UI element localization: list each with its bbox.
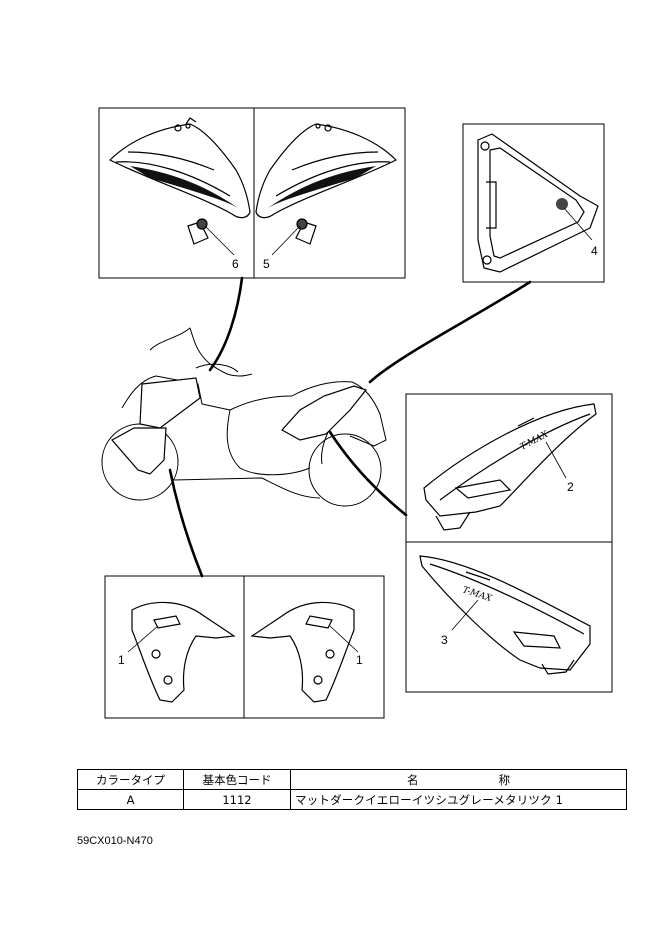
callout-6: 6 (232, 257, 239, 271)
header-name: 名称 (290, 769, 627, 790)
callout-3: 3 (441, 633, 448, 647)
part-1-right-cover-drawing (250, 601, 355, 703)
panel-rear-cover (462, 123, 605, 283)
callout-1-right-leader (329, 625, 359, 653)
part-6-left-cowl-drawing (108, 117, 251, 245)
callout-1-left-leader (127, 625, 159, 653)
cell-color-type: A (77, 789, 184, 810)
figure-code: 59CX010-N470 (77, 835, 153, 847)
callout-1-right: 1 (356, 653, 363, 667)
callout-1-left: 1 (118, 653, 125, 667)
header-name-part2: 称 (498, 772, 511, 787)
callout-5: 5 (263, 257, 270, 271)
part-6-dark-panel (130, 166, 238, 208)
motorcycle-outline (101, 327, 387, 507)
leader-curves (168, 276, 532, 578)
callout-4-leader (563, 207, 593, 241)
part-1-left-cover-drawing (131, 601, 236, 703)
panel-front-side-covers (98, 107, 406, 279)
header-base-color-code: 基本色コード (183, 769, 291, 790)
part-2-logo: T-MAX (519, 429, 551, 452)
callout-2: 2 (567, 480, 574, 494)
callout-4: 4 (591, 244, 598, 258)
part-4-grommet (556, 198, 568, 210)
cell-color-name: マットダークイエローイツシユグレーメタリツク 1 (290, 789, 627, 810)
table-row: A 1112 マットダークイエローイツシユグレーメタリツク 1 (77, 789, 627, 810)
header-name-part1: 名 (407, 772, 419, 787)
part-2-side-cover-drawing (423, 403, 597, 531)
panel-front-covers (104, 575, 385, 719)
callout-2-leader (545, 441, 567, 479)
cell-base-color-code: 1112 (183, 789, 291, 810)
panel-side-covers (405, 393, 613, 693)
color-code-table: カラータイプ 基本色コード 名称 A 1112 マットダークイエローイツシユグレ… (77, 769, 627, 810)
callout-5-leader (271, 225, 301, 256)
header-color-type: カラータイプ (77, 769, 184, 790)
part-5-dark-panel (268, 166, 376, 208)
part-4-rear-cover-drawing (477, 133, 599, 273)
part-3-side-cover-drawing (419, 555, 591, 675)
bike-highlighted-parts (111, 377, 368, 475)
callout-6-leader (204, 225, 235, 256)
callout-3-leader (451, 599, 479, 631)
table-header-row: カラータイプ 基本色コード 名称 (77, 769, 627, 790)
